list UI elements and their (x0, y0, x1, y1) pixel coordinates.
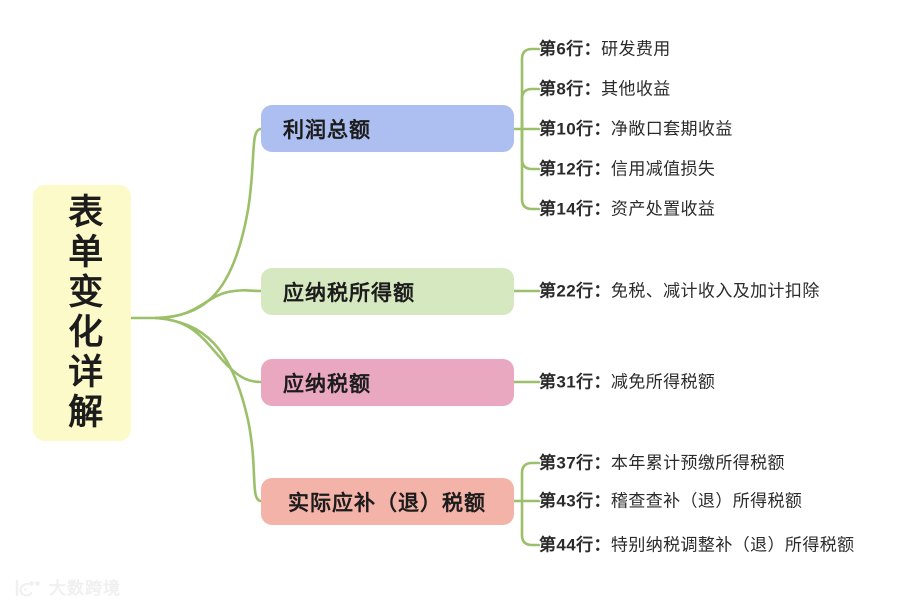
watermark: 大数跨境 (14, 578, 121, 598)
branch-4-leaf-3-link (520, 499, 541, 547)
leaf-item[interactable]: 第14行：资产处置收益 (539, 201, 715, 218)
branch-node-profit-total[interactable]: 利润总额 (261, 105, 514, 152)
branch-1-leaf-1-link (520, 47, 541, 131)
leaf-row-number: 第12行： (539, 159, 611, 179)
branch-4-leaf-1-link (520, 461, 541, 503)
leaf-row-text: 本年累计预缴所得税额 (610, 453, 785, 473)
link-to-branch-1 (154, 127, 263, 320)
leaf-row-number: 第37行： (539, 453, 611, 473)
leaf-row-text: 信用减值损失 (610, 159, 716, 179)
leaf-item[interactable]: 第10行：净敞口套期收益 (539, 121, 733, 138)
leaf-item[interactable]: 第8行：其他收益 (539, 81, 671, 98)
leaf-item[interactable]: 第22行：免税、减计收入及加计扣除 (539, 283, 820, 300)
watermark-text: 大数跨境 (49, 578, 121, 598)
branch-node-actual-tax-due[interactable]: 实际应补（退）税额 (261, 478, 514, 525)
branch-label-taxable-income: 应纳税所得额 (283, 281, 415, 305)
leaf-row-text: 研发费用 (601, 39, 671, 59)
leaf-row-number: 第31行： (539, 372, 611, 392)
root-node-label: 表单变化详解 (63, 193, 103, 433)
branch-node-taxable-income[interactable]: 应纳税所得额 (261, 268, 514, 315)
leaf-row-number: 第10行： (539, 119, 611, 139)
branch-label-actual-tax-due: 实际应补（退）税额 (288, 491, 486, 515)
leaf-row-text: 免税、减计收入及加计扣除 (610, 281, 820, 301)
branch-1-leaf-2-link (520, 87, 541, 131)
leaf-row-text: 净敞口套期收益 (610, 119, 733, 139)
leaf-row-text: 减免所得税额 (610, 372, 716, 392)
leaf-item[interactable]: 第12行：信用减值损失 (539, 161, 715, 178)
leaf-row-text: 资产处置收益 (610, 199, 716, 219)
leaf-row-number: 第43行： (539, 491, 611, 511)
link-to-branch-3 (154, 316, 263, 384)
logo-icon (15, 579, 40, 597)
leaf-row-text: 其他收益 (601, 79, 671, 99)
branch-node-tax-payable[interactable]: 应纳税额 (261, 359, 514, 406)
leaf-row-number: 第44行： (539, 535, 611, 555)
leaf-row-number: 第22行： (539, 281, 611, 301)
leaf-item[interactable]: 第6行：研发费用 (539, 41, 671, 58)
branch-label-profit-total: 利润总额 (283, 118, 371, 142)
leaf-row-number: 第6行： (539, 39, 602, 59)
branch-1-leaf-5-link (520, 127, 541, 211)
leaf-row-text: 稽查查补（退）所得税额 (610, 491, 803, 511)
root-node[interactable]: 表单变化详解 (33, 185, 131, 441)
branch-1-leaf-4-link (520, 127, 541, 171)
leaf-item[interactable]: 第31行：减免所得税额 (539, 374, 715, 391)
leaf-row-number: 第8行： (539, 79, 602, 99)
leaf-row-number: 第14行： (539, 199, 611, 219)
link-to-branch-2 (154, 289, 263, 320)
leaf-item[interactable]: 第37行：本年累计预缴所得税额 (539, 455, 785, 472)
branch-label-tax-payable: 应纳税额 (283, 372, 371, 396)
leaf-item[interactable]: 第43行：稽查查补（退）所得税额 (539, 493, 802, 510)
leaf-row-text: 特别纳税调整补（退）所得税额 (610, 535, 855, 555)
link-to-branch-4 (154, 316, 263, 503)
leaf-item[interactable]: 第44行：特别纳税调整补（退）所得税额 (539, 537, 855, 554)
